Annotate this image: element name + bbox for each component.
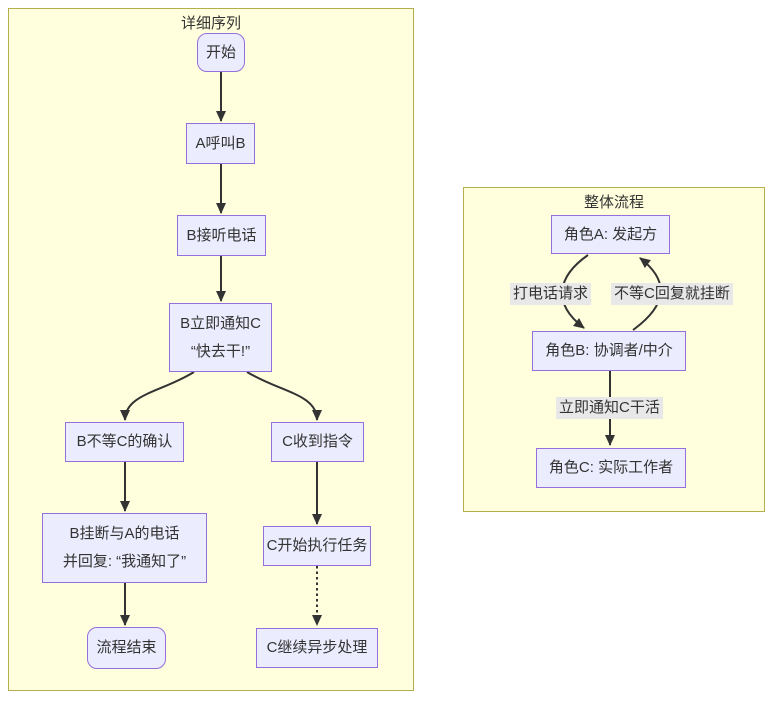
node-c-receives: C收到指令 bbox=[271, 422, 364, 462]
node-role-b: 角色B: 协调者/中介 bbox=[532, 331, 686, 371]
cluster-title-overall: 整体流程 bbox=[583, 194, 644, 211]
edge-label-notify-c: 立即通知C干活 bbox=[556, 397, 663, 419]
cluster-title-detail: 详细序列 bbox=[180, 15, 241, 32]
node-role-c: 角色C: 实际工作者 bbox=[536, 448, 686, 488]
node-b-answers: B接听电话 bbox=[177, 215, 266, 256]
node-start: 开始 bbox=[197, 33, 245, 72]
node-end: 流程结束 bbox=[87, 627, 166, 669]
node-c-async: C继续异步处理 bbox=[256, 628, 378, 668]
edge-label-call-request: 打电话请求 bbox=[510, 283, 592, 305]
edge-label-hang-up-no-wait: 不等C回复就挂断 bbox=[611, 283, 733, 305]
node-b-hangs-up: B挂断与A的电话 并回复: “我通知了” bbox=[42, 513, 207, 583]
edge-bnotifies-to-creceives bbox=[246, 371, 322, 421]
node-c-executes: C开始执行任务 bbox=[263, 526, 371, 566]
node-a-calls-b: A呼叫B bbox=[186, 123, 255, 164]
edge-bnotifies-to-bnowait bbox=[120, 371, 195, 421]
node-role-a: 角色A: 发起方 bbox=[551, 215, 670, 254]
node-b-notifies-c: B立即通知C “快去干!” bbox=[169, 303, 272, 372]
node-b-no-wait: B不等C的确认 bbox=[65, 422, 184, 462]
